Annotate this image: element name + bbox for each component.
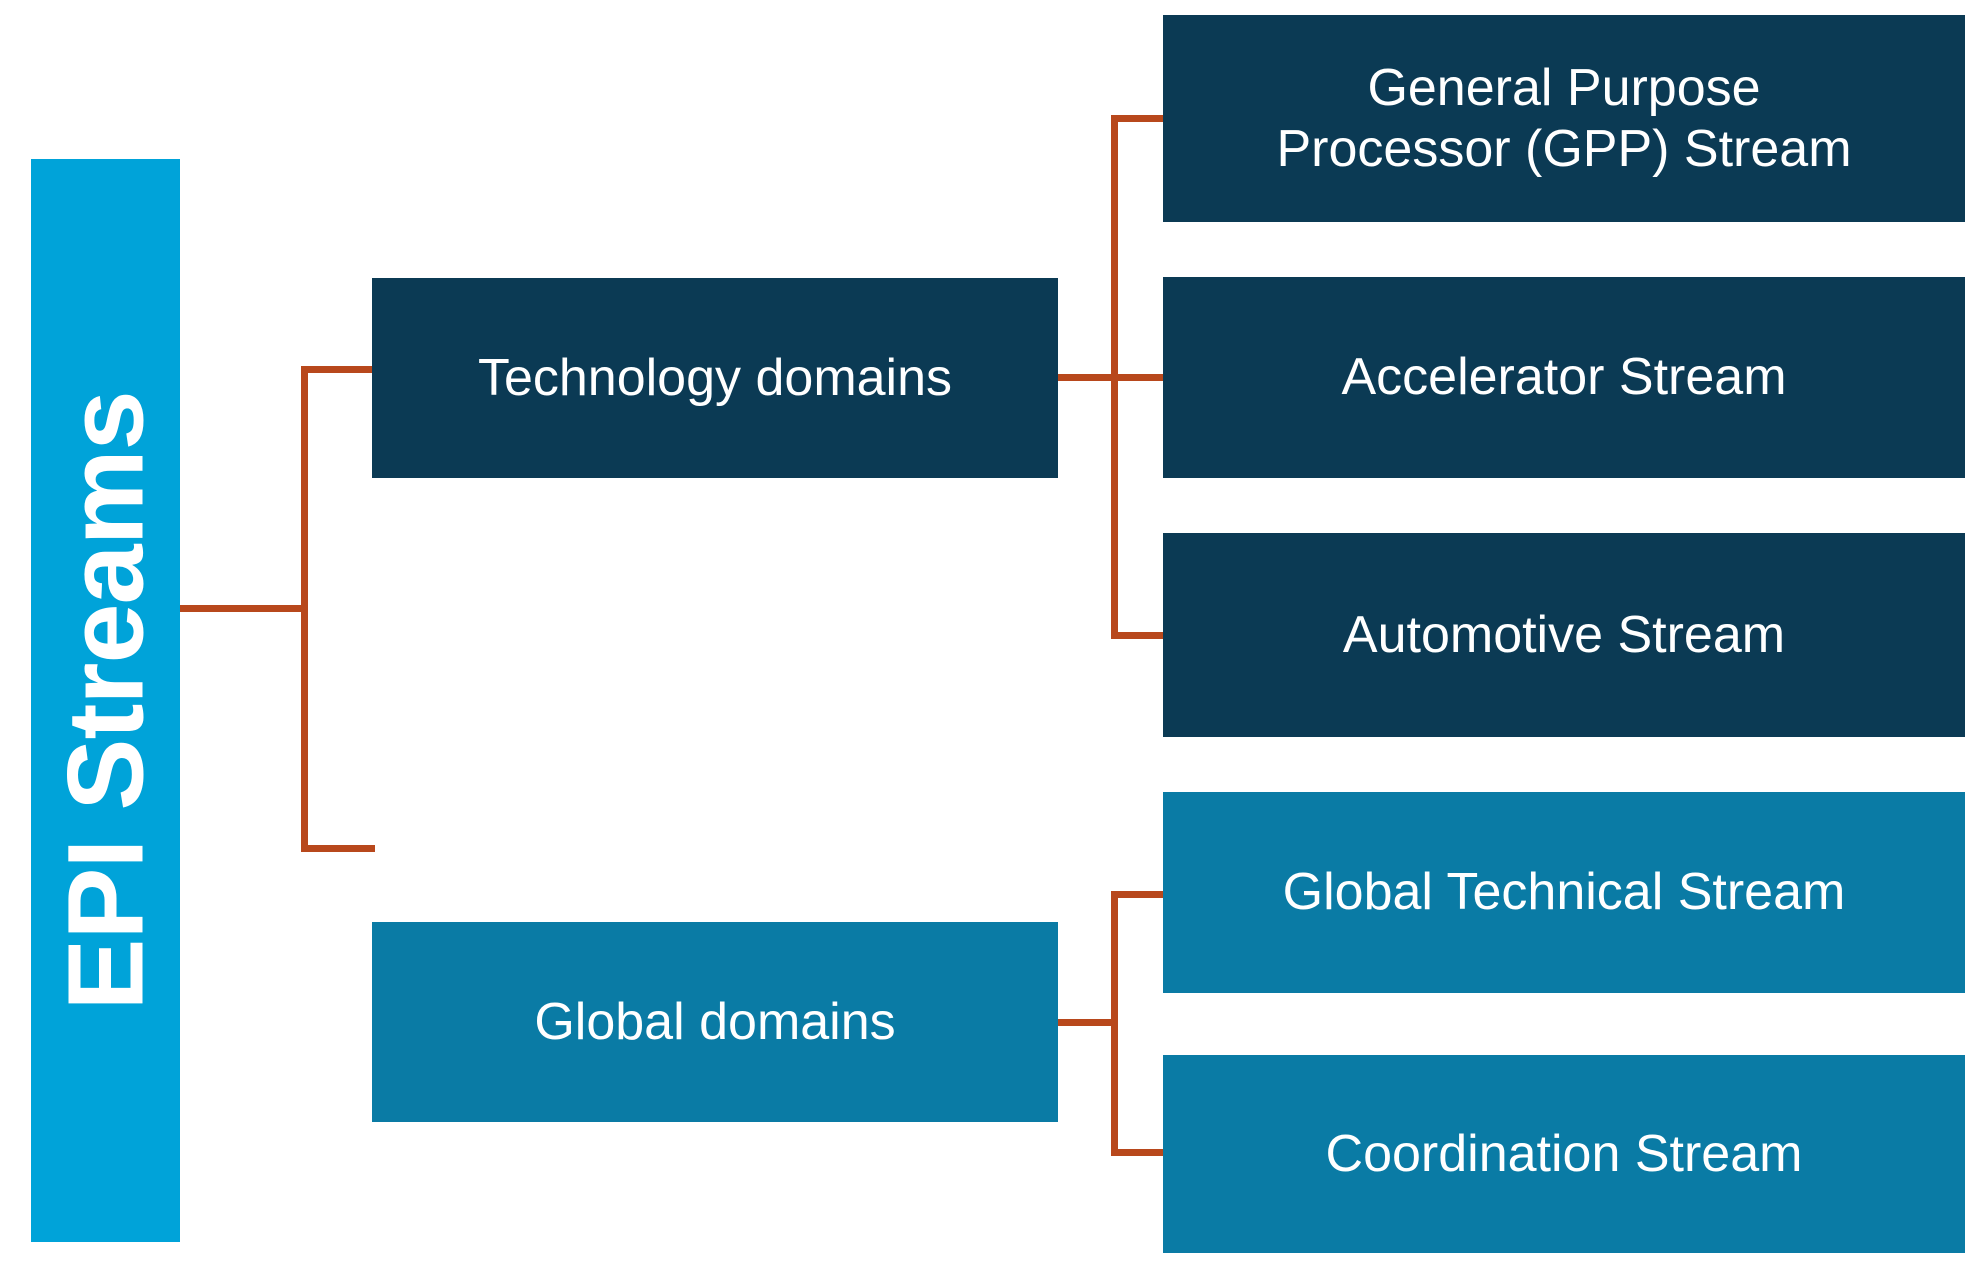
root-node-label: EPI Streams [44, 390, 166, 1011]
root-node-epi-streams: EPI Streams [31, 159, 180, 1242]
connector-technology-to-automotive [1111, 632, 1166, 639]
leaf-node-coordination-stream[interactable]: Coordination Stream [1163, 1055, 1965, 1253]
leaf-node-label-accelerator-stream: Accelerator Stream [1341, 348, 1787, 407]
leaf-node-global-technical-stream[interactable]: Global Technical Stream [1163, 792, 1965, 993]
branch-node-label-global-domains: Global domains [534, 992, 896, 1051]
leaf-node-label-gpp-stream: General Purpose Processor (GPP) Stream [1276, 59, 1852, 178]
branch-node-label-technology-domains: Technology domains [477, 348, 953, 407]
connector-root-to-technology [301, 366, 375, 373]
connector-technology-to-accelerator [1111, 374, 1166, 381]
connector-technology-stem [1058, 374, 1118, 381]
connector-root-spine [301, 366, 308, 852]
leaf-node-label-global-technical-stream: Global Technical Stream [1282, 863, 1846, 922]
leaf-node-accelerator-stream[interactable]: Accelerator Stream [1163, 277, 1965, 478]
connector-global-to-technical [1111, 891, 1166, 898]
connector-technology-to-gpp [1111, 115, 1166, 122]
leaf-node-label-coordination-stream: Coordination Stream [1325, 1124, 1803, 1183]
leaf-node-label-automotive-stream: Automotive Stream [1342, 605, 1786, 664]
leaf-node-automotive-stream[interactable]: Automotive Stream [1163, 533, 1965, 737]
branch-node-global-domains[interactable]: Global domains [372, 922, 1058, 1122]
branch-node-technology-domains[interactable]: Technology domains [372, 278, 1058, 478]
connector-root-to-global [301, 845, 375, 852]
connector-root-stem [180, 605, 308, 612]
connector-global-to-coordination [1111, 1149, 1166, 1156]
leaf-node-gpp-stream[interactable]: General Purpose Processor (GPP) Stream [1163, 15, 1965, 222]
connector-global-stem [1058, 1019, 1118, 1026]
connector-global-spine [1111, 891, 1118, 1156]
